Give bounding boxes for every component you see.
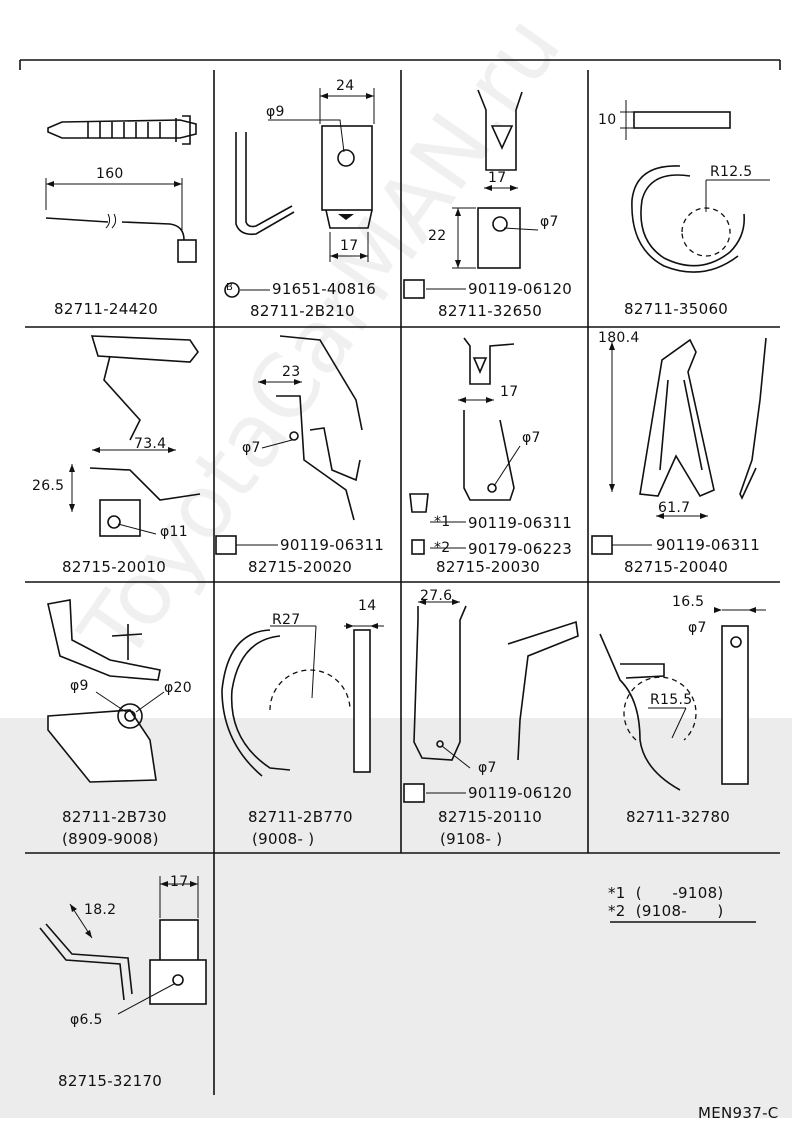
part-number-c1: 82711-24420 <box>54 300 159 318</box>
dim-height-c8: 180.4 <box>598 330 640 346</box>
background-band <box>0 718 792 1118</box>
part-number-c8: 82715-20040 <box>624 558 729 576</box>
clip-drawing-35060 <box>620 100 770 273</box>
part-number-c5: 82715-20010 <box>62 558 167 576</box>
dim-hole1-c9: φ9 <box>70 678 89 694</box>
part-number-c9: 82711-2B730 <box>62 808 167 826</box>
dim-hole-c7: φ7 <box>522 430 541 446</box>
bolt-marker-c2: B <box>226 282 234 293</box>
dim-radius-c12: R15.5 <box>650 692 693 708</box>
dim-width-c2: 24 <box>336 78 355 94</box>
dim-width-c13: 17 <box>170 874 189 890</box>
dim-hole-c3: φ7 <box>540 214 559 230</box>
clip-drawing-24420 <box>45 115 197 263</box>
part-number-c4: 82711-35060 <box>624 300 729 318</box>
note-1: *1 ( -9108) <box>608 884 724 902</box>
part-number-c12: 82711-32780 <box>626 808 731 826</box>
dim-hole-c5: φ11 <box>160 524 188 540</box>
dim-width-c6: 23 <box>282 364 301 380</box>
dim-length-c13: 18.2 <box>84 902 117 918</box>
date-range-c9: (8909-9008) <box>62 830 159 848</box>
bolt-mark-2-c7: *2 <box>434 540 451 556</box>
date-range-c10: (9008- ) <box>252 830 315 848</box>
dim-length-c1: 160 <box>96 166 124 182</box>
reference-code: MEN937-C <box>698 1104 779 1122</box>
dim-thickness-c4: 10 <box>598 112 617 128</box>
part-number-c11: 82715-20110 <box>438 808 543 826</box>
part-number-c6: 82715-20020 <box>248 558 353 576</box>
bolt-part-c2: 91651-40816 <box>272 280 377 298</box>
date-range-c11: (9108- ) <box>440 830 503 848</box>
part-number-c3: 82711-32650 <box>438 302 543 320</box>
dim-hole2-c9: φ20 <box>164 680 192 696</box>
clip-drawing-2B770 <box>221 623 384 777</box>
bolt-part-2-c7: 90179-06223 <box>468 540 573 558</box>
clip-drawing-32650 <box>403 89 539 299</box>
grid-lines <box>19 59 781 1095</box>
dim-hole-c6: φ7 <box>242 440 261 456</box>
part-number-c2: 82711-2B210 <box>250 302 355 320</box>
bolt-part-1-c7: 90119-06311 <box>468 514 573 532</box>
dim-width-c10: 14 <box>358 598 377 614</box>
part-number-c13: 82715-32170 <box>58 1072 163 1090</box>
clip-drawing-20020 <box>215 335 363 555</box>
part-number-c7: 82715-20030 <box>436 558 541 576</box>
clip-drawing-20010 <box>69 335 201 537</box>
dim-hole-c13: φ6.5 <box>70 1012 103 1028</box>
bolt-part-c11: 90119-06120 <box>468 784 573 802</box>
bolt-mark-1-c7: *1 <box>434 514 451 530</box>
dim-radius-c10: R27 <box>272 612 301 628</box>
clip-drawing-20040 <box>591 337 767 555</box>
dim-width-c12: 16.5 <box>672 594 705 610</box>
bolt-part-c3: 90119-06120 <box>468 280 573 298</box>
dim-height-c5: 26.5 <box>32 478 65 494</box>
note-2: *2 (9108- ) <box>608 902 724 920</box>
dim-width-c3: 17 <box>488 170 507 186</box>
clip-drawing-32170 <box>39 876 207 1015</box>
clip-drawing-20110 <box>403 599 579 803</box>
bolt-part-c8: 90119-06311 <box>656 536 761 554</box>
dim-hole-c11: φ7 <box>478 760 497 776</box>
dim-bottom-c2: 17 <box>340 238 359 254</box>
bolt-part-c6: 90119-06311 <box>280 536 385 554</box>
dim-hole-c2: φ9 <box>266 104 285 120</box>
dim-width-c7: 17 <box>500 384 519 400</box>
clip-drawing-32780 <box>599 607 766 791</box>
clip-drawing-20030 <box>409 337 521 555</box>
dim-width-c5: 73.4 <box>134 436 167 452</box>
dim-width-c8: 61.7 <box>658 500 691 516</box>
dim-height-c3: 22 <box>428 228 447 244</box>
clip-drawing-2B210 <box>224 88 375 298</box>
clip-drawing-2B730 <box>47 599 165 783</box>
part-number-c10: 82711-2B770 <box>248 808 353 826</box>
dim-hole-c12: φ7 <box>688 620 707 636</box>
dim-radius-c4: R12.5 <box>710 164 753 180</box>
dim-width-c11: 27.6 <box>420 588 453 604</box>
